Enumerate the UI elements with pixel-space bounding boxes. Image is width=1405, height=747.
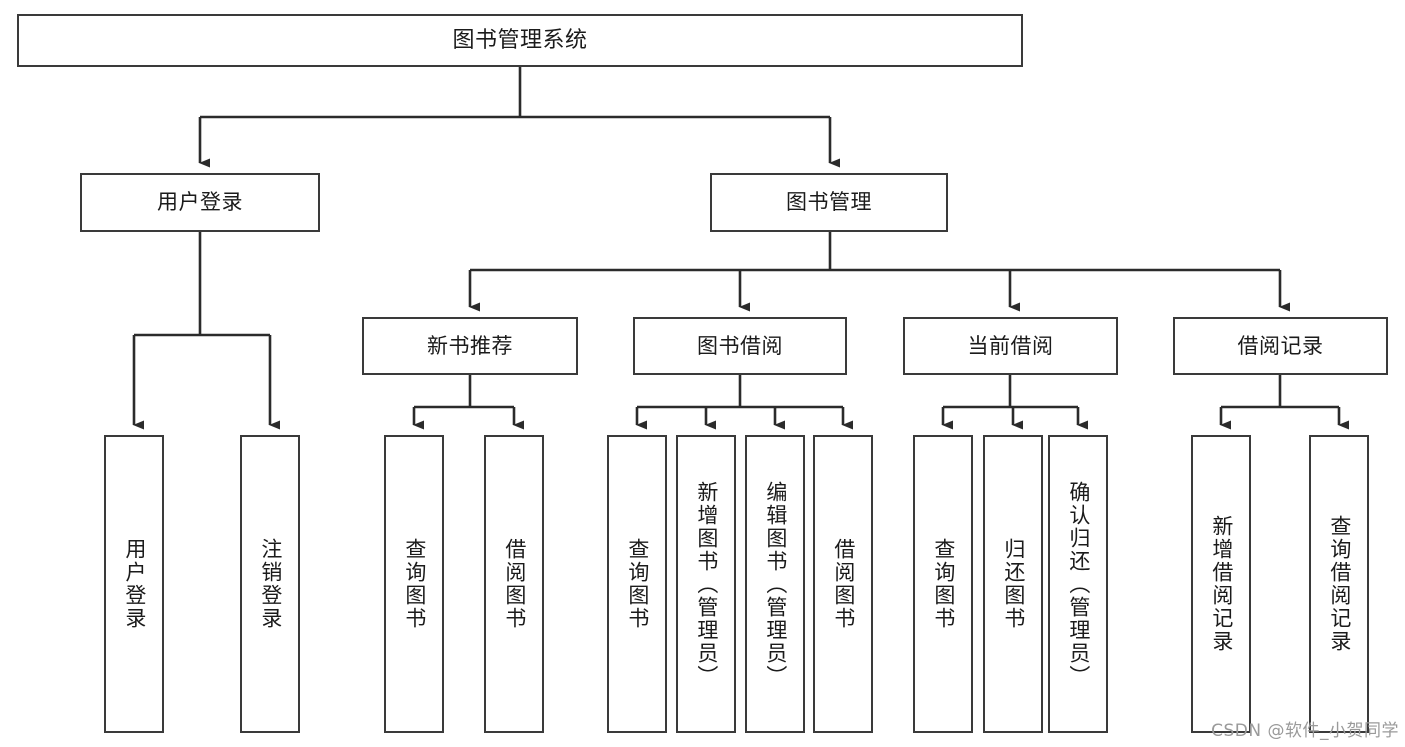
node-label: 新增借阅记录 [1209,515,1234,653]
node-book-management[interactable]: 图书管理 [710,173,948,232]
node-label: 查询图书 [931,538,956,630]
node-book-borrow[interactable]: 图书借阅 [633,317,847,375]
node-label: 图书管理系统 [452,27,588,53]
node-user-login[interactable]: 用户登录 [80,173,320,232]
leaf-borrow-edit-book[interactable]: 编辑图书（管理员） [745,435,805,733]
node-label: 注销登录 [258,538,283,630]
node-label: 新增图书（管理员） [694,480,719,688]
node-root-system[interactable]: 图书管理系统 [17,14,1023,67]
leaf-current-query-book[interactable]: 查询图书 [913,435,973,733]
node-label: 借阅图书 [831,538,856,630]
node-label: 查询图书 [402,538,427,630]
leaf-borrow-borrow-book[interactable]: 借阅图书 [813,435,873,733]
node-label: 借阅记录 [1237,333,1324,358]
node-label: 借阅图书 [502,538,527,630]
leaf-borrow-query-book[interactable]: 查询图书 [607,435,667,733]
leaf-record-add-record[interactable]: 新增借阅记录 [1191,435,1251,733]
node-label: 图书借阅 [697,333,783,358]
node-new-book-recommend[interactable]: 新书推荐 [362,317,578,375]
node-label: 归还图书 [1001,538,1026,630]
leaf-user-logout[interactable]: 注销登录 [240,435,300,733]
node-label: 用户登录 [157,190,243,215]
leaf-borrow-add-book[interactable]: 新增图书（管理员） [676,435,736,733]
leaf-user-login[interactable]: 用户登录 [104,435,164,733]
leaf-current-confirm-return[interactable]: 确认归还（管理员） [1048,435,1108,733]
node-label: 当前借阅 [967,333,1054,358]
leaf-current-return-book[interactable]: 归还图书 [983,435,1043,733]
node-label: 图书管理 [786,190,872,215]
node-label: 确认归还（管理员） [1066,480,1091,688]
leaf-newbook-borrow-book[interactable]: 借阅图书 [484,435,544,733]
node-borrow-record[interactable]: 借阅记录 [1173,317,1388,375]
node-label: 查询借阅记录 [1327,515,1352,653]
node-label: 编辑图书（管理员） [763,480,788,688]
leaf-newbook-query-book[interactable]: 查询图书 [384,435,444,733]
node-label: 用户登录 [122,538,147,630]
node-label: 新书推荐 [427,333,513,358]
leaf-record-query-record[interactable]: 查询借阅记录 [1309,435,1369,733]
node-label: 查询图书 [625,538,650,630]
watermark: CSDN @软件_小贺同学 [1211,721,1399,741]
node-current-borrow[interactable]: 当前借阅 [903,317,1118,375]
